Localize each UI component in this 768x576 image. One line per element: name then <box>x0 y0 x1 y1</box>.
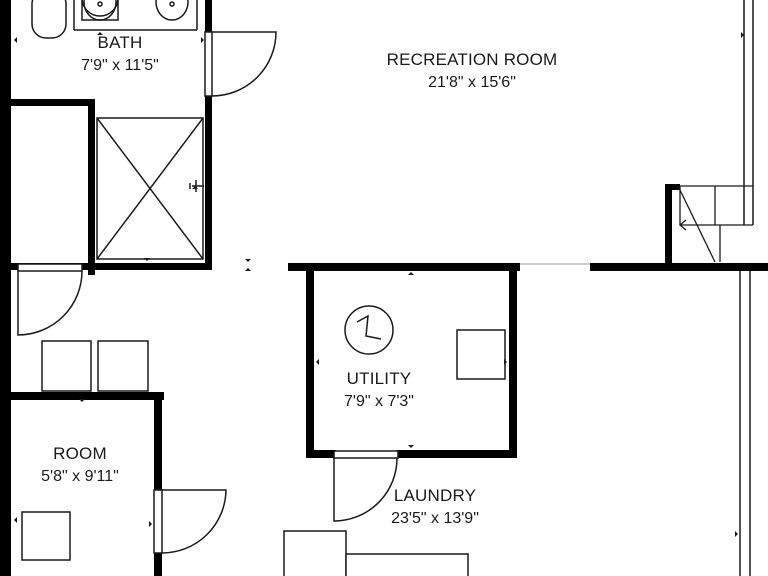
wall-room-right-lower <box>154 552 162 576</box>
room-door-arc <box>161 489 227 554</box>
wall-left-upper <box>0 0 11 576</box>
recreation-dims: 21'8" x 15'6" <box>428 74 516 91</box>
bath-door <box>204 31 213 97</box>
room-cabinet <box>21 511 71 561</box>
sink-right <box>155 0 189 21</box>
closet-door <box>17 263 83 272</box>
washer <box>41 340 92 392</box>
wall-bath-right-lower <box>205 96 212 266</box>
wall-shower-bottom <box>88 263 212 270</box>
dryer <box>97 340 149 392</box>
wall-closet-top <box>11 99 95 106</box>
wall-stair-left <box>665 184 672 270</box>
vanity-sinks <box>81 0 189 21</box>
sink-left <box>83 0 117 21</box>
bath-door-arc <box>211 31 277 97</box>
bath-label: BATH 7'9" x 11'5" <box>60 33 180 75</box>
recreation-label: RECREATION ROOM 21'8" x 15'6" <box>352 50 592 92</box>
wall-stair-left-top <box>665 184 680 190</box>
laundry-label: LAUNDRY 23'5" x 13'9" <box>360 486 510 528</box>
closet-door-arc <box>17 270 83 336</box>
wall-bath-right <box>205 0 212 38</box>
wall-utility-bottom-b <box>397 450 517 458</box>
wall-utility-left <box>306 263 314 457</box>
utility-name: UTILITY <box>346 369 412 388</box>
room-dims: 5'8" x 9'11" <box>41 468 119 485</box>
laundry-name: LAUNDRY <box>393 486 477 505</box>
wall-room-right <box>154 392 162 490</box>
utility-fixtures <box>344 305 506 380</box>
wall-shower-left <box>88 99 95 275</box>
bathtub <box>31 0 67 39</box>
washer-dryer <box>41 340 149 392</box>
utility-door <box>333 450 399 459</box>
thin-walls <box>73 0 754 576</box>
shower <box>96 117 204 260</box>
bath-dims: 7'9" x 11'5" <box>81 57 159 74</box>
recreation-name: RECREATION ROOM <box>386 50 558 69</box>
utility-box <box>456 329 506 380</box>
utility-dims: 7'9" x 7'3" <box>344 393 414 410</box>
wall-mid-horizontal-a <box>288 263 520 271</box>
water-heater <box>344 305 394 355</box>
wall-utility-bottom-a <box>306 450 336 458</box>
room-label: ROOM 5'8" x 9'11" <box>20 444 140 486</box>
dimension-ticks <box>14 32 744 537</box>
room-name: ROOM <box>53 444 107 463</box>
bath-name: BATH <box>97 33 143 52</box>
utility-label: UTILITY 7'9" x 7'3" <box>319 369 439 411</box>
doors <box>17 31 399 554</box>
wall-utility-right <box>509 263 517 457</box>
laundry-counter <box>283 530 469 576</box>
staircase <box>678 185 753 263</box>
laundry-dims: 23'5" x 13'9" <box>391 510 479 527</box>
utility-door-arc <box>333 457 398 522</box>
room-door <box>153 489 163 554</box>
wall-mid-horizontal-b <box>590 263 768 271</box>
wall-room-top <box>11 392 164 400</box>
